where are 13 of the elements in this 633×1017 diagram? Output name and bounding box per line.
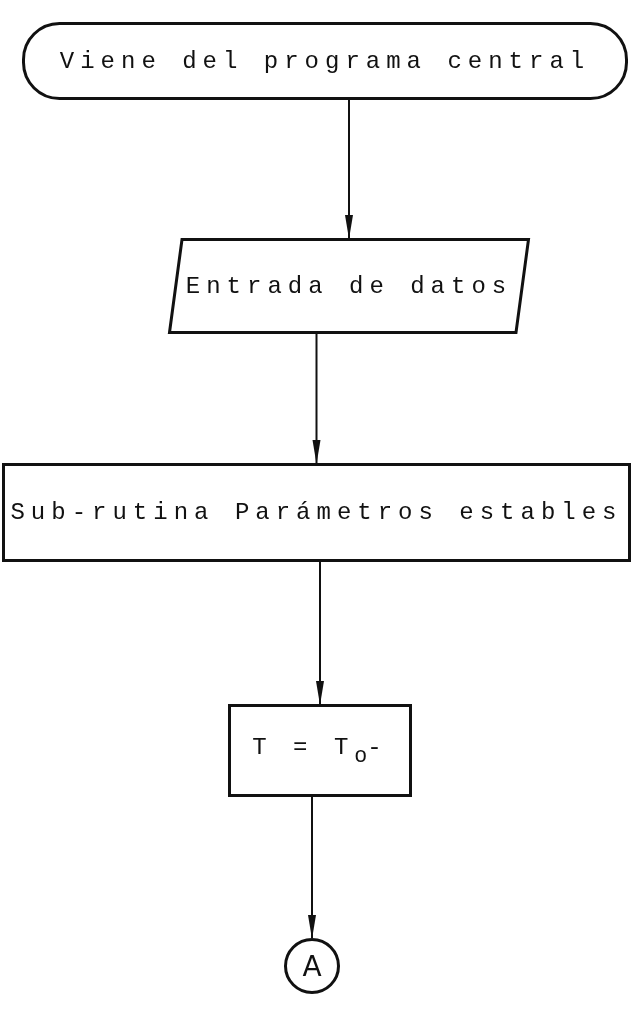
arrow — [345, 99, 353, 239]
connector-label: A — [302, 949, 322, 983]
node-label: T = T$_{o}$- — [252, 733, 388, 768]
arrow — [316, 561, 324, 705]
node-label: Viene del programa central — [59, 47, 591, 75]
process-box — [2, 463, 631, 562]
arrow — [308, 796, 316, 939]
input-parallelogram — [168, 238, 530, 334]
connector-circle — [284, 938, 340, 994]
process-box — [228, 704, 412, 797]
arrow — [312, 333, 321, 464]
node-label: Entrada de datos — [185, 272, 513, 300]
node-label: Sub-rutina Parámetros estables — [10, 499, 623, 526]
